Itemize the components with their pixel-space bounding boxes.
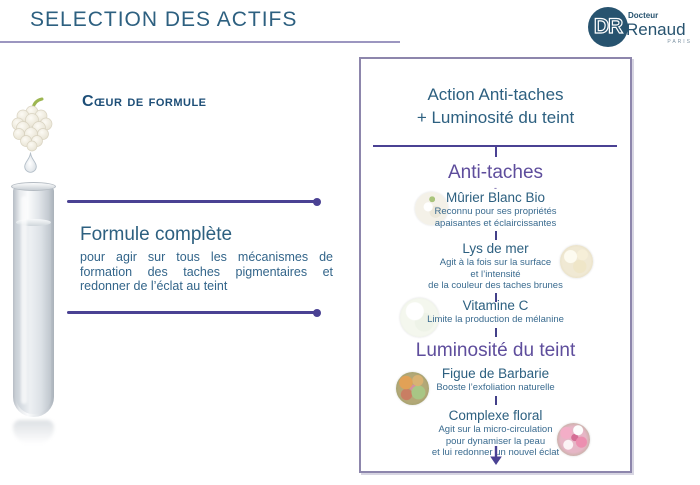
white-mulberry-illustration: [11, 97, 53, 152]
brand-monogram: DR: [593, 14, 624, 38]
page-title: SELECTION DES ACTIFS: [30, 8, 298, 31]
formula-heart-label: Cœur de formule: [82, 93, 207, 110]
section-heading-luminosite: Luminosité du teint: [415, 340, 576, 361]
complete-formula-heading: Formule complète: [80, 224, 233, 245]
item-name-lys: Lys de mer: [462, 241, 529, 256]
test-tube-liquid-surface: [16, 219, 51, 226]
test-tube-highlight: [21, 196, 27, 404]
flow-connector: [494, 328, 497, 337]
section-dash: -: [494, 183, 497, 193]
section-heading-anti-taches: Anti-taches: [447, 162, 544, 183]
brand-name-top: Docteur: [628, 11, 659, 20]
floral-complex-photo: [557, 423, 590, 456]
diagram-divider-line: [373, 145, 617, 147]
item-desc-lys: Agit à la fois sur la surface et l’inten…: [428, 257, 563, 291]
vitamin-c-powder-photo: [400, 298, 439, 337]
item-name-figue: Figue de Barbarie: [441, 366, 550, 381]
test-tube-rim: [11, 182, 56, 191]
droplet-icon: [24, 152, 37, 173]
item-desc-murier: Reconnu pour ses propriétés apaisantes e…: [434, 206, 557, 229]
title-underline: [0, 41, 400, 43]
actives-diagram-box: Action Anti-taches + Luminosité du teint…: [359, 57, 632, 473]
sea-lily-photo: [560, 245, 593, 278]
diagram-title: Action Anti-taches + Luminosité du teint: [416, 85, 575, 127]
prickly-pear-photo: [396, 372, 429, 405]
item-desc-vitamine-c: Limite la production de mélanine: [427, 314, 564, 325]
item-name-vitamine-c: Vitamine C: [462, 298, 529, 313]
test-tube-illustration: [11, 182, 56, 444]
connector-line-top: [67, 197, 321, 206]
item-name-complexe-floral: Complexe floral: [448, 408, 543, 423]
flow-connector: [494, 396, 497, 405]
test-tube-reflection: [13, 420, 54, 444]
item-name-murier: Mûrier Blanc Bio: [445, 190, 546, 205]
item-desc-complexe-floral: Agit sur la micro-circulation pour dynam…: [431, 424, 560, 458]
brand-monogram-badge: DR: [588, 7, 628, 47]
diagram-divider-tick: [494, 147, 497, 157]
complete-formula-description: pour agir sur tous les mécanismes de for…: [80, 250, 333, 293]
connector-line-bottom: [67, 308, 321, 317]
brand-logo: DR Docteur Renaud PARIS: [588, 5, 693, 49]
white-mulberry-photo: [415, 192, 448, 225]
brand-wordmark: Docteur Renaud PARIS: [626, 12, 692, 45]
flow-connector: [494, 293, 497, 302]
item-desc-figue: Booste l’exfoliation naturelle: [436, 382, 555, 393]
brand-city: PARIS: [667, 39, 692, 45]
flow-connector: [494, 231, 497, 240]
brand-name-main: Renaud: [626, 20, 686, 39]
down-arrow-icon: [489, 446, 502, 465]
